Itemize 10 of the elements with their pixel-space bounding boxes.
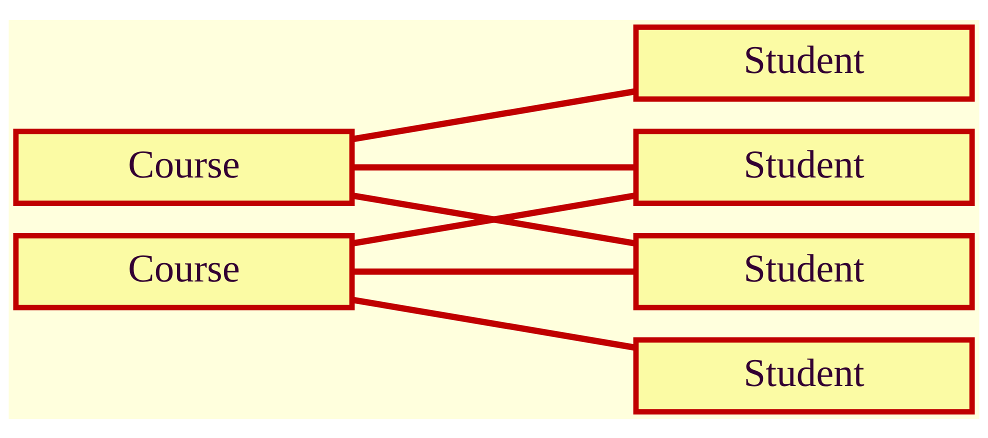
node-box: Student (633, 128, 975, 206)
node-box: Student (633, 232, 975, 310)
connector (352, 164, 636, 170)
node-box: Student (633, 336, 975, 414)
connector (352, 268, 636, 274)
node-box: Course (13, 128, 355, 206)
connector (352, 296, 636, 350)
node-box: Student (633, 24, 975, 102)
connector (352, 88, 636, 142)
node-box: Course (13, 232, 355, 310)
